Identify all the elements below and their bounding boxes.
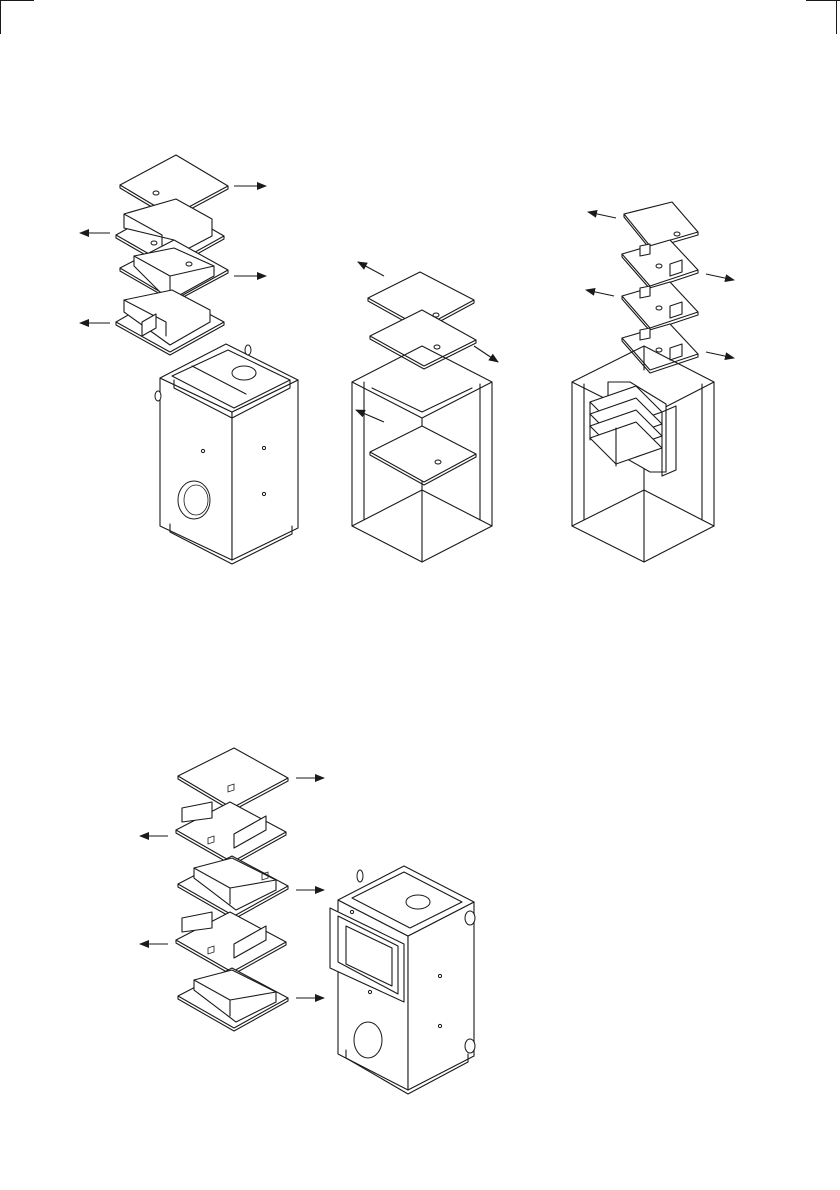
figure-wireframe-plates [352, 262, 498, 562]
figure-wireframe-louvres [572, 202, 734, 562]
tray-d4 [178, 968, 288, 1031]
wireframe-box-louvres [572, 346, 714, 562]
stove-body [155, 344, 298, 564]
baffle-tray-lower [116, 290, 224, 355]
louvre-plate-1 [624, 202, 698, 249]
louvre-plate-3 [622, 282, 698, 331]
tray-d3 [176, 912, 286, 975]
plate-middle [370, 310, 476, 369]
arrow-up-left-icon [358, 262, 384, 276]
arrow-down-right-icon [474, 346, 498, 362]
tray-d2 [178, 856, 288, 919]
louvre-plate-2 [622, 240, 698, 289]
wireframe-box [352, 346, 492, 562]
arrow-up-left-icon [356, 410, 384, 422]
stove-body-d [330, 866, 475, 1094]
figure-stove-exploded-top [80, 155, 298, 564]
arrow-left-icon [586, 290, 614, 296]
top-plate-d [178, 748, 288, 811]
louvre-plate-4 [622, 324, 698, 373]
figure-stove-exploded-bottom [140, 748, 475, 1094]
arrow-right-icon [706, 274, 734, 280]
arrow-left-icon [588, 212, 616, 218]
arrow-right-icon [706, 352, 734, 358]
tray-d1 [176, 802, 286, 865]
